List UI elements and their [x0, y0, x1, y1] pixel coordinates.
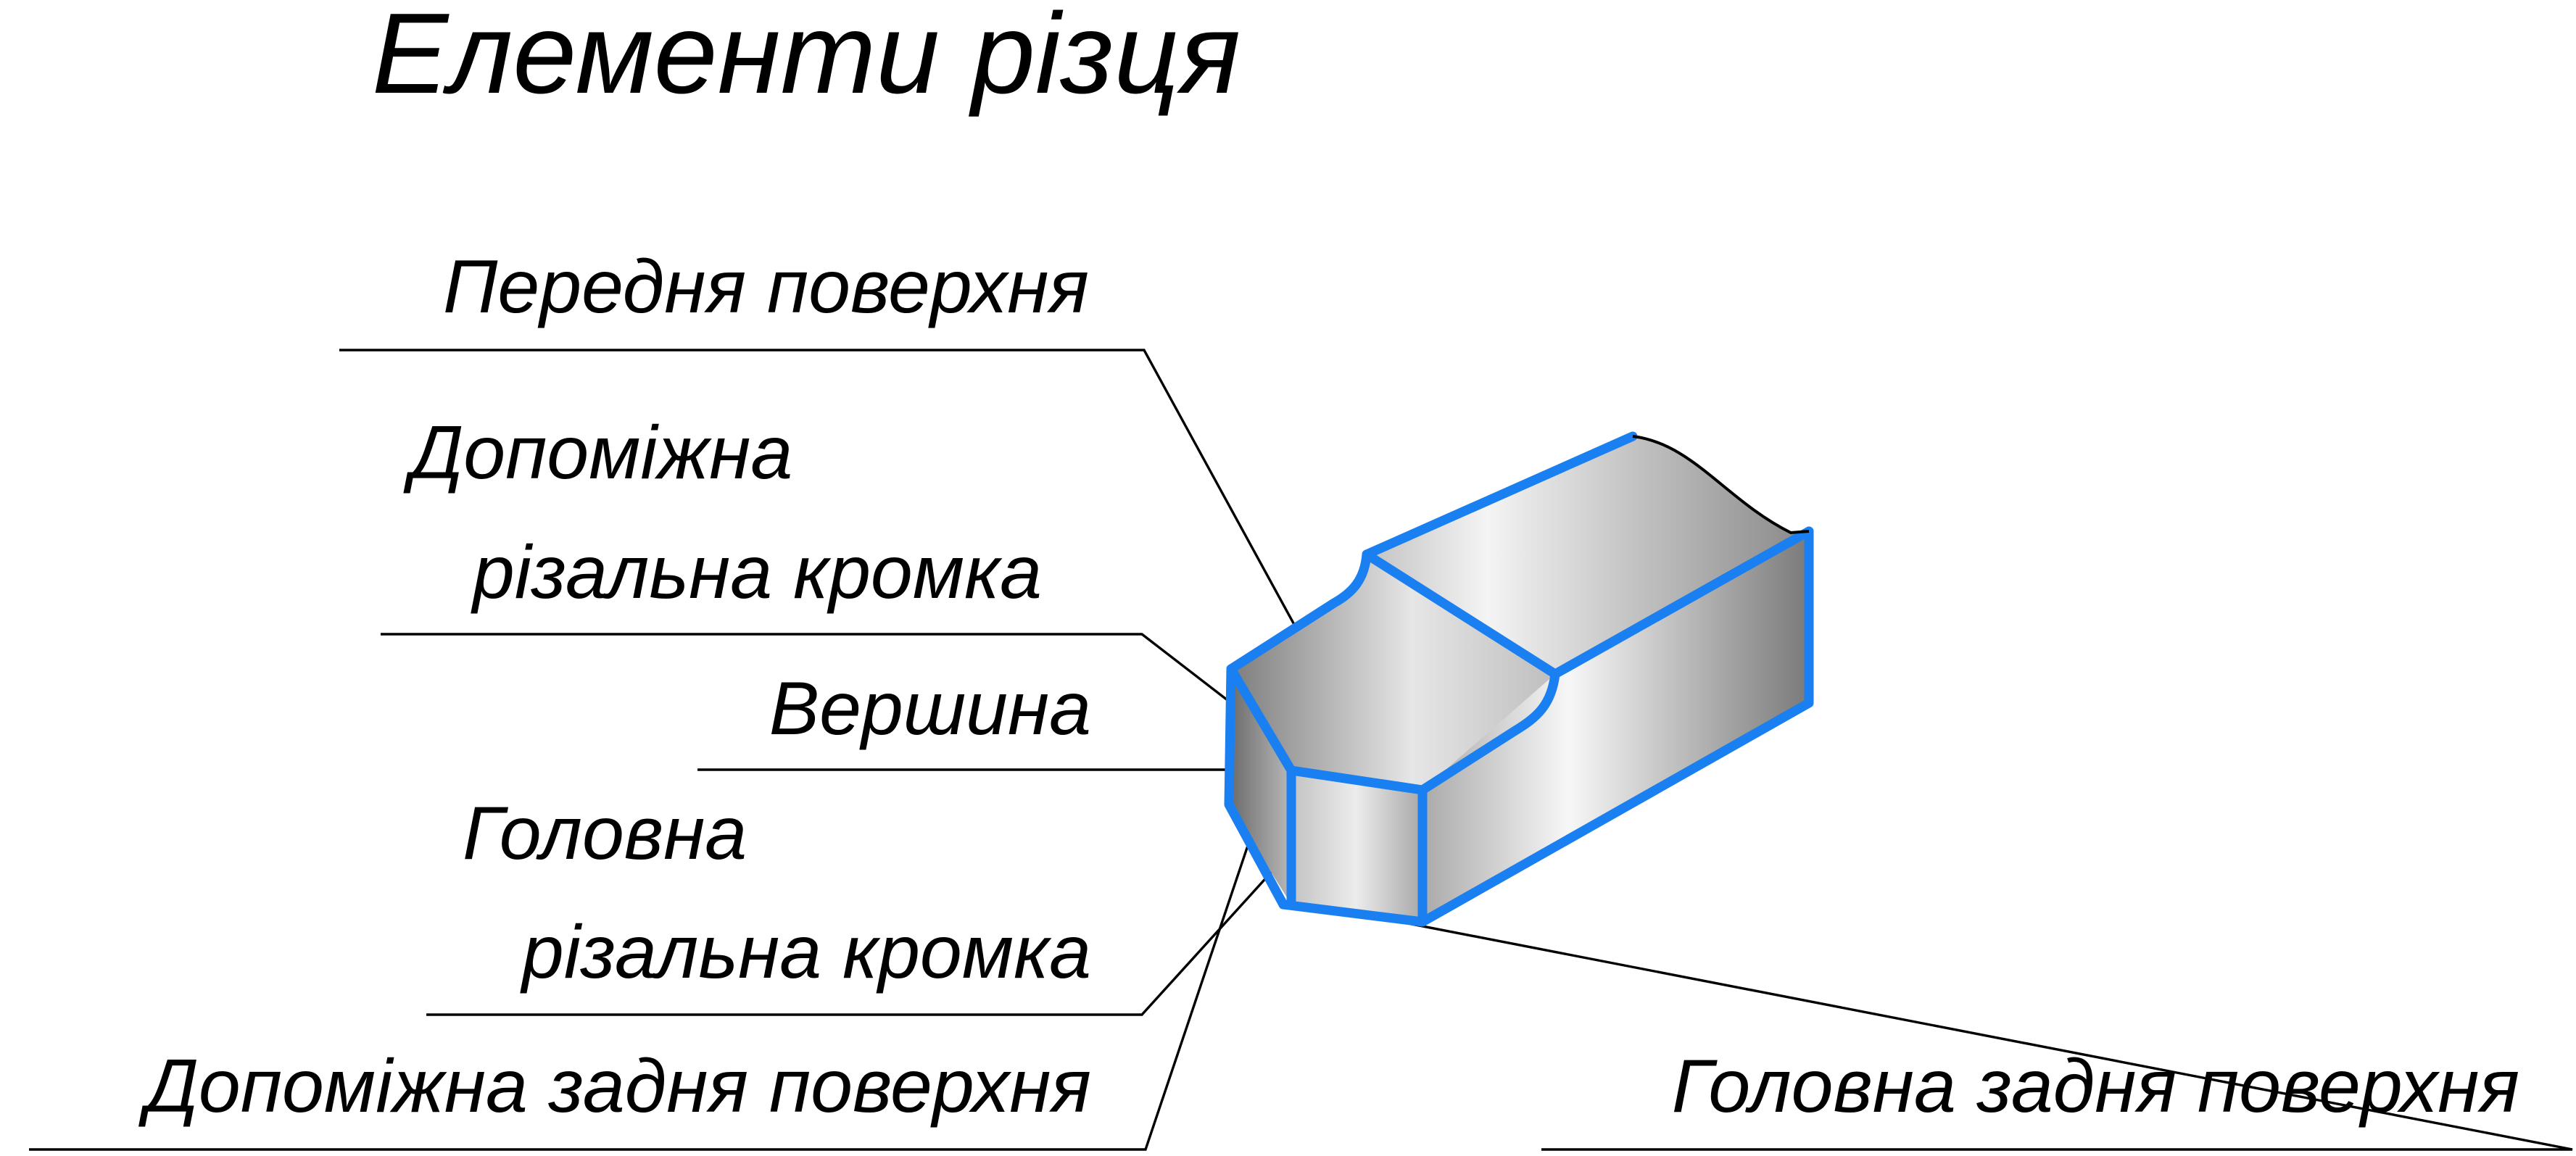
label-major-flank: Головна задня поверхня	[1672, 1044, 2519, 1128]
label-tool-tip: Вершина	[769, 667, 1091, 751]
rake-face	[1231, 554, 1555, 790]
leader-rake-face	[339, 349, 1320, 669]
minor-cutting-edge	[1226, 664, 1296, 775]
label-minor-cutting-edge-line1: Допоміжна	[403, 411, 792, 495]
main-flank	[1422, 531, 1809, 922]
auxiliary-flank	[1229, 669, 1291, 905]
label-rake-face: Передня поверхня	[443, 245, 1089, 329]
label-minor-cutting-edge-line2: різальна кромка	[471, 531, 1042, 615]
leader-minor-flank	[29, 836, 1252, 1151]
labels: Передня поверхня Допоміжна різальна кром…	[138, 245, 2519, 1128]
label-minor-flank: Допоміжна задня поверхня	[138, 1044, 1091, 1128]
top-right-edge	[1550, 526, 1814, 679]
label-major-cutting-edge-line2: різальна кромка	[520, 910, 1091, 994]
section-break-line	[1632, 435, 1810, 535]
diagram-title: Елементи різця	[372, 0, 1241, 117]
leader-minor-cutting-edge	[381, 633, 1254, 721]
end-face	[1291, 770, 1422, 922]
leader-major-flank	[1362, 913, 2573, 1151]
cutting-tool-body	[1224, 431, 1814, 927]
top-surface	[1367, 436, 1809, 674]
label-major-cutting-edge-line1: Головна	[463, 791, 747, 876]
major-cutting-edge	[1286, 765, 1428, 795]
bottom-edge	[1278, 526, 1814, 927]
